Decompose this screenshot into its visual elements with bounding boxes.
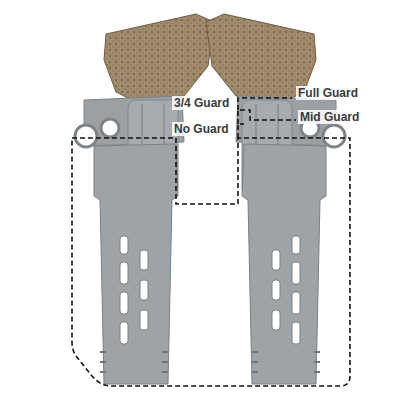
full-guard-line: [238, 98, 292, 110]
mid-guard-line: [238, 110, 296, 124]
holster-outline: [72, 98, 350, 386]
guard-label: No Guard: [172, 122, 231, 136]
right-revolver: [206, 14, 345, 384]
left-revolver: [75, 14, 214, 384]
guard-label: Full Guard: [296, 86, 360, 100]
no-guard-line: [238, 124, 244, 138]
holster-outline: [72, 138, 350, 386]
guard-label: Mid Guard: [298, 110, 361, 124]
guard-label: 3/4 Guard: [172, 96, 231, 110]
